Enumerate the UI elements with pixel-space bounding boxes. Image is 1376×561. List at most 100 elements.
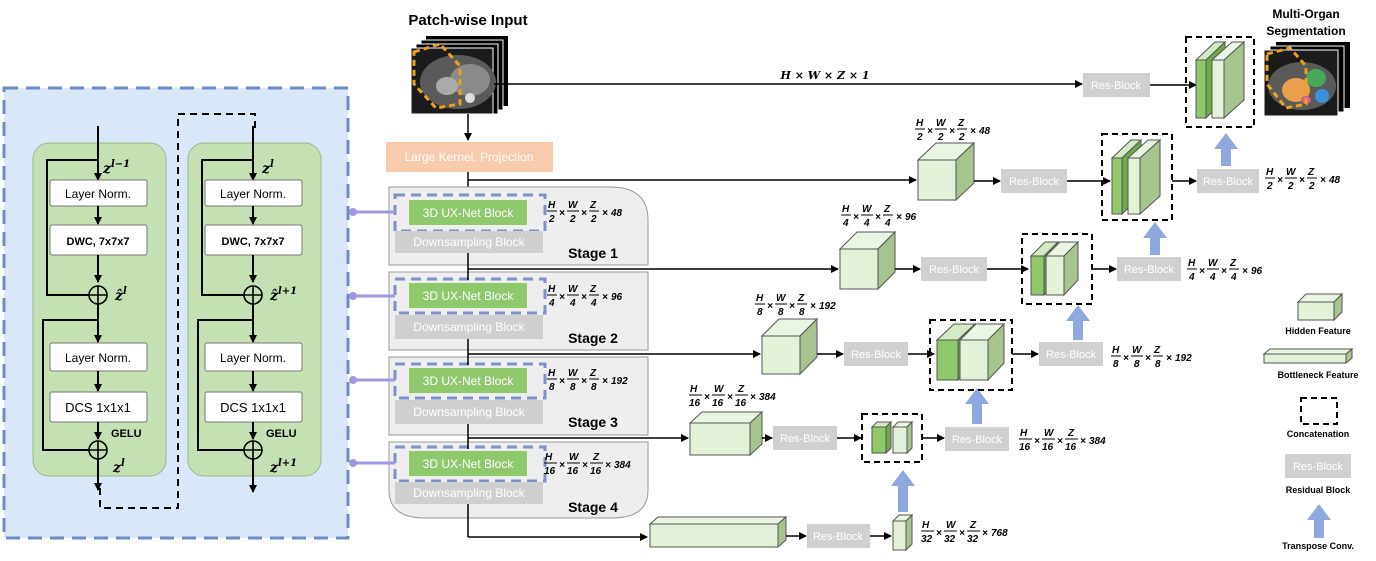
svg-text:8: 8 <box>1134 359 1140 370</box>
transpose-conv-arrows <box>891 133 1238 512</box>
stage-dim-2: H4 × W4 × Z4 ×96 <box>547 284 623 309</box>
svg-text:8: 8 <box>757 307 763 318</box>
svg-text:W: W <box>569 452 580 463</box>
svg-text:W: W <box>1044 428 1055 439</box>
svg-text:32: 32 <box>944 534 956 545</box>
stage-dim-3: H8 × W8 × Z8 ×192 <box>547 368 628 393</box>
svg-text:×: × <box>810 301 816 312</box>
svg-text:96: 96 <box>611 292 623 303</box>
svg-text:4: 4 <box>1230 272 1237 283</box>
svg-text:192: 192 <box>819 301 836 312</box>
svg-text:4: 4 <box>863 218 870 229</box>
bottleneck-feature <box>648 515 788 549</box>
gelu-b: GELU <box>266 428 297 440</box>
svg-text:4: 4 <box>590 298 597 309</box>
svg-text:×: × <box>1242 266 1248 277</box>
svg-text:16: 16 <box>567 466 579 477</box>
uxnet-block-1: 3D UX-Net Block <box>423 206 515 220</box>
downsampling-block-3: Downsampling Block <box>413 405 525 419</box>
svg-text:8: 8 <box>1155 359 1161 370</box>
resblock-dec-1: Res-Block <box>1203 176 1254 188</box>
resblock-4: Res-Block <box>780 433 831 445</box>
svg-text:H: H <box>1188 258 1196 269</box>
svg-text:W: W <box>776 293 787 304</box>
svg-text:2: 2 <box>1287 181 1294 192</box>
svg-text:16: 16 <box>544 466 556 477</box>
concat-4-features <box>870 420 914 455</box>
layer-norm-a1: Layer Norm. <box>65 187 131 201</box>
legend-resblock-box <box>1285 454 1351 478</box>
concat-2-features <box>1029 240 1080 297</box>
svg-text:W: W <box>568 368 579 379</box>
svg-text:2: 2 <box>937 132 944 143</box>
block-detail-panel: zl−1 Layer Norm. DWC, 7x7x7 ẑl Layer Nor… <box>2 86 350 540</box>
svg-text:×: × <box>970 126 976 137</box>
svg-text:×: × <box>936 528 942 539</box>
concat-0 <box>1185 36 1255 128</box>
legend-transpose-label: Transpose Conv. <box>1282 541 1354 551</box>
svg-text:4: 4 <box>569 298 576 309</box>
svg-text:×: × <box>605 460 611 471</box>
svg-text:×: × <box>1277 175 1283 186</box>
svg-text:16: 16 <box>712 398 724 409</box>
svg-text:32: 32 <box>967 534 979 545</box>
uxnet-block-4: 3D UX-Net Block <box>423 457 515 471</box>
svg-text:H: H <box>1266 167 1274 178</box>
resblock-dec-2: Res-Block <box>1124 264 1175 276</box>
svg-text:H: H <box>842 204 850 215</box>
svg-text:8: 8 <box>591 382 597 393</box>
svg-text:48: 48 <box>1328 175 1341 186</box>
encoder: 3D UX-Net Block Downsampling Block Stage… <box>349 186 649 537</box>
svg-text:4: 4 <box>884 218 891 229</box>
hidden-feature-4 <box>688 410 764 457</box>
uxnet-block-3: 3D UX-Net Block <box>423 374 515 388</box>
dcs-b: DCS 1x1x1 <box>220 400 286 415</box>
dcs-a: DCS 1x1x1 <box>65 400 131 415</box>
bottleneck-cube <box>891 513 914 552</box>
svg-text:W: W <box>936 118 947 129</box>
svg-text:W: W <box>946 520 957 531</box>
svg-text:Z: Z <box>1153 345 1161 356</box>
svg-text:×: × <box>559 208 565 219</box>
output-title-line1: Multi-Organ <box>1272 7 1339 21</box>
patch-input-title: Patch-wise Input <box>408 12 527 29</box>
svg-text:Z: Z <box>1229 258 1237 269</box>
svg-text:48: 48 <box>978 126 991 137</box>
svg-text:×: × <box>1145 353 1151 364</box>
stage-1-label: Stage 1 <box>568 245 618 261</box>
svg-text:192: 192 <box>611 376 628 387</box>
svg-text:Z: Z <box>1307 167 1315 178</box>
concat-4 <box>861 413 923 463</box>
svg-text:×: × <box>559 292 565 303</box>
layer-norm-b1: Layer Norm. <box>220 187 286 201</box>
svg-text:96: 96 <box>905 212 917 223</box>
svg-text:×: × <box>1123 353 1129 364</box>
svg-text:4: 4 <box>842 218 849 229</box>
downsampling-block-2: Downsampling Block <box>413 320 525 334</box>
svg-text:4: 4 <box>1188 272 1195 283</box>
svg-text:2: 2 <box>958 132 965 143</box>
svg-text:×: × <box>602 208 608 219</box>
svg-text:H: H <box>548 368 556 379</box>
block-b: zl Layer Norm. DWC, 7x7x7 ẑl+1 Layer Nor… <box>187 126 322 493</box>
concat-1 <box>1101 133 1173 221</box>
svg-text:×: × <box>853 212 859 223</box>
svg-text:2: 2 <box>569 214 576 225</box>
legend-residual-label: Residual Block <box>1286 485 1352 495</box>
svg-text:16: 16 <box>689 398 701 409</box>
svg-text:8: 8 <box>549 382 555 393</box>
svg-text:×: × <box>1320 175 1326 186</box>
svg-text:2: 2 <box>548 214 555 225</box>
svg-text:4: 4 <box>1209 272 1216 283</box>
hidden-feature-1 <box>916 141 976 202</box>
svg-text:×: × <box>704 392 710 403</box>
dwc-a: DWC, 7x7x7 <box>67 236 130 248</box>
svg-text:×: × <box>582 460 588 471</box>
svg-text:16: 16 <box>1065 442 1077 453</box>
svg-text:16: 16 <box>735 398 747 409</box>
svg-text:Z: Z <box>883 204 891 215</box>
ct-input-image <box>410 36 508 115</box>
svg-text:×: × <box>1080 436 1086 447</box>
svg-text:W: W <box>1208 258 1219 269</box>
legend-hidden-cube <box>1296 292 1344 322</box>
